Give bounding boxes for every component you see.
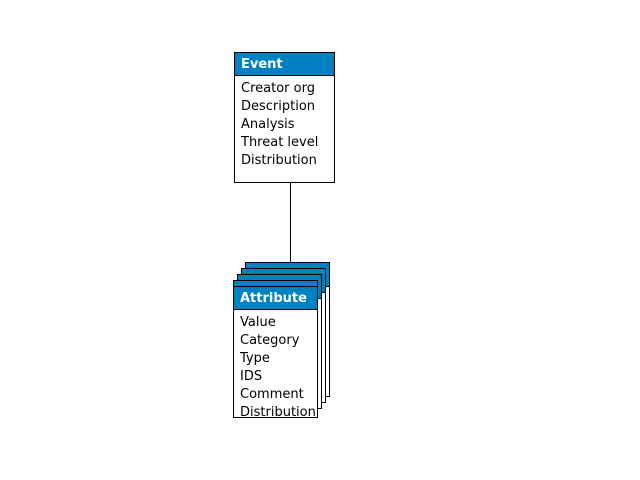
entity-event-field: Threat level bbox=[241, 135, 319, 150]
entity-event-field: Distribution bbox=[241, 153, 317, 168]
entity-event-header: Event bbox=[235, 53, 334, 76]
entity-event-field: Creator org bbox=[241, 81, 315, 96]
entity-attribute-field: IDS bbox=[240, 369, 263, 384]
entity-event-field: Description bbox=[241, 99, 316, 114]
entity-attribute-field: Comment bbox=[240, 387, 304, 402]
entity-attribute-field: Category bbox=[240, 333, 300, 348]
entity-event-field-list: Creator org Description Analysis Threat … bbox=[235, 76, 334, 170]
entity-attribute-field-list: Value Category Type IDS Comment Distribu… bbox=[234, 310, 317, 422]
entity-event-field: Analysis bbox=[241, 117, 295, 132]
connector-event-to-attribute bbox=[290, 183, 291, 263]
entity-attribute-stack[interactable]: Attribute Value Category Type IDS Commen… bbox=[233, 262, 343, 420]
entity-attribute[interactable]: Attribute Value Category Type IDS Commen… bbox=[233, 286, 318, 420]
entity-event[interactable]: Event Creator org Description Analysis T… bbox=[234, 52, 335, 183]
entity-attribute-field: Type bbox=[240, 351, 270, 366]
entity-attribute-field: Distribution bbox=[240, 405, 316, 420]
entity-attribute-header: Attribute bbox=[234, 287, 317, 310]
entity-attribute-field: Value bbox=[240, 315, 276, 330]
